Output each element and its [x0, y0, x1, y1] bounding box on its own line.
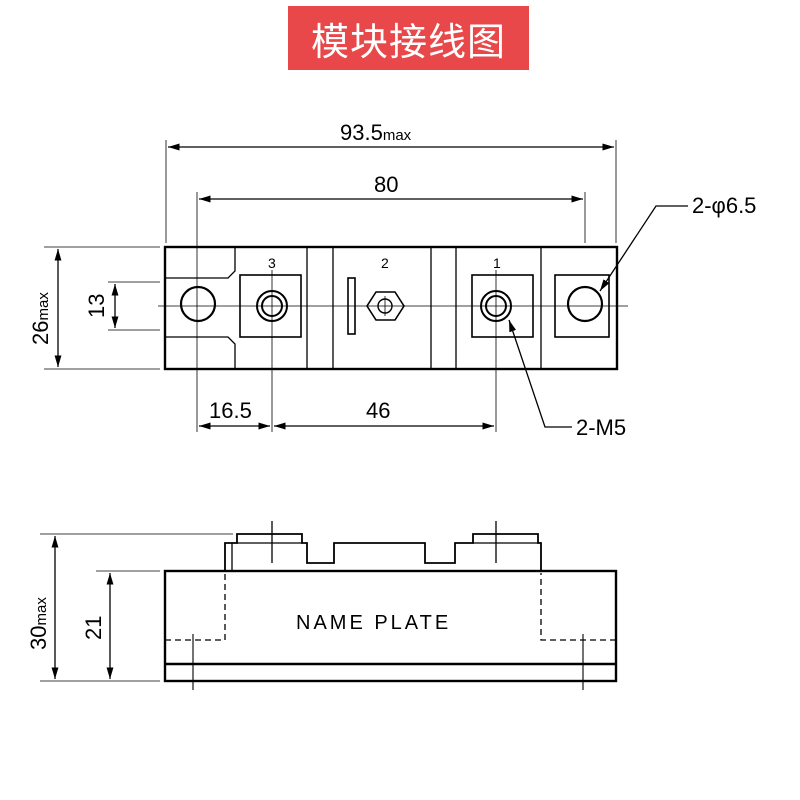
terminal-1-pad [471, 274, 534, 338]
side-view [40, 521, 618, 690]
gate-tab [347, 277, 356, 335]
dim-height: 26max [28, 292, 53, 345]
name-plate-label: NAME PLATE [296, 612, 451, 634]
right-mount-hole [566, 285, 604, 323]
pin-label-3: 3 [268, 255, 276, 271]
terminal-3-pad [239, 274, 302, 338]
leader-mount-hole [599, 205, 688, 292]
left-end-notch-bottom [165, 336, 236, 369]
hidden-line-left [165, 573, 226, 641]
dim-body-height: 21 [81, 616, 106, 640]
diagram-title: 模块接线图 [310, 19, 506, 64]
top-body-outline [163, 245, 619, 371]
dim-offset-left: 16.5 [209, 398, 252, 423]
label-mount-hole: 2-φ6.5 [692, 193, 756, 218]
label-screw: 2-M5 [576, 415, 626, 440]
leader-screw [508, 319, 572, 428]
right-end-pad [554, 274, 610, 338]
dim-hole-spacing: 80 [374, 172, 398, 197]
dim-total-height: 30max [26, 597, 51, 650]
title-banner: 模块接线图 [288, 6, 529, 70]
pin-label-2: 2 [381, 255, 389, 271]
pin-label-1: 1 [493, 255, 501, 271]
dim-terminal-spacing: 46 [366, 398, 390, 423]
dim-inner-height: 13 [84, 294, 109, 318]
left-mount-hole [179, 285, 217, 323]
side-body-outline [163, 569, 618, 683]
gate-hex-nut [366, 291, 405, 321]
hidden-line-right [540, 573, 616, 641]
top-view [44, 140, 688, 432]
left-end-notch-top [165, 247, 236, 279]
top-profile [224, 533, 542, 571]
dim-overall-width: 93.5max [340, 120, 412, 145]
